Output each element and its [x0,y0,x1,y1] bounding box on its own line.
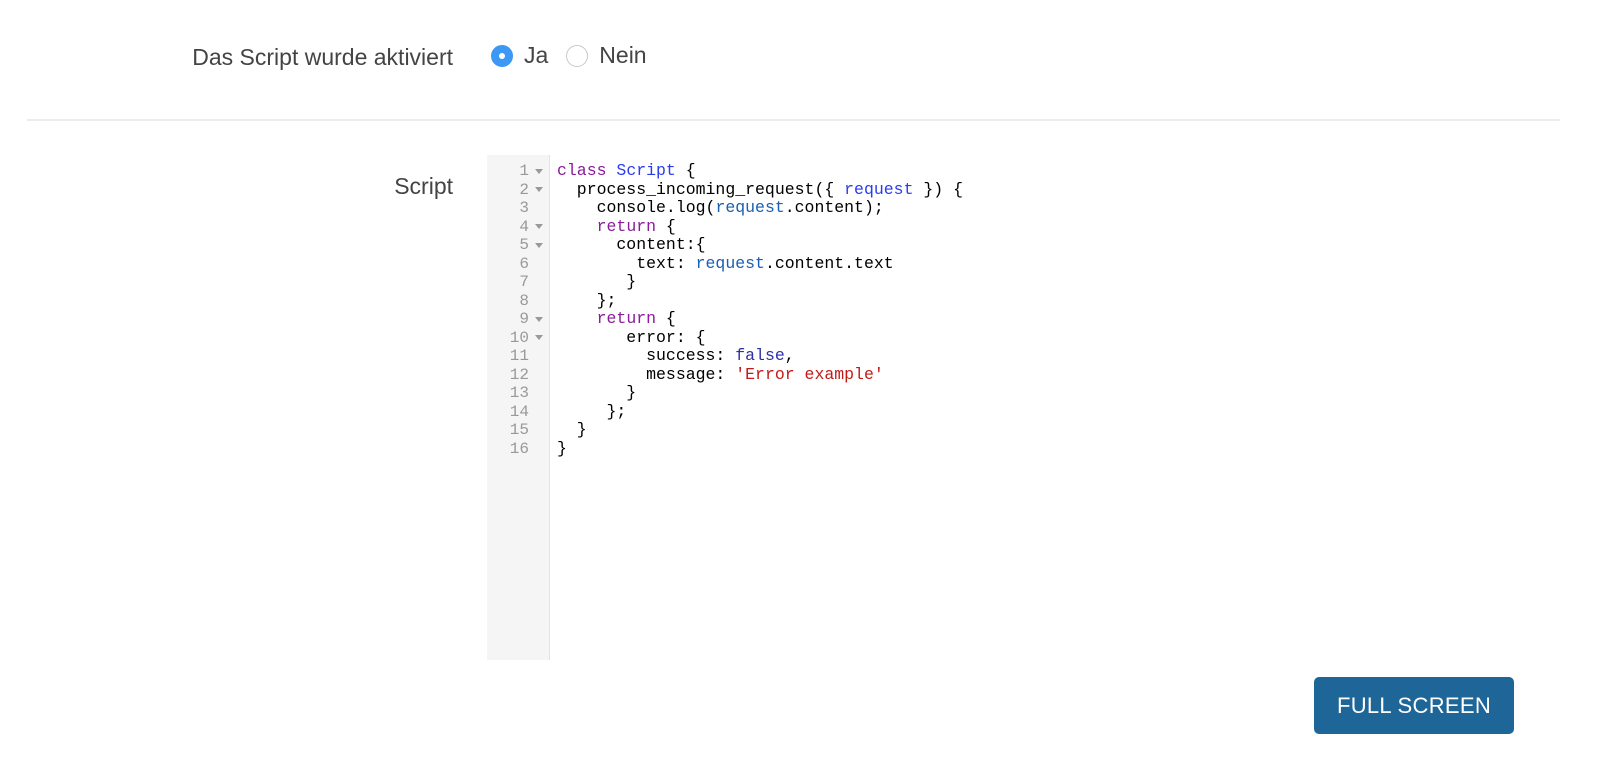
script-label: Script [394,173,453,199]
line-number-text: 4 [519,217,529,236]
line-number: 16 [510,440,543,459]
code-line[interactable]: content:{ [557,235,706,254]
radio-ja-label[interactable]: Ja [524,42,549,68]
line-number: 1 [519,162,543,181]
fold-arrow-icon[interactable] [535,168,543,174]
radio-ja-circle-icon[interactable] [491,44,513,67]
code-line[interactable]: text: request.content.text [557,253,894,273]
line-number: 7 [519,273,543,292]
line-number: 2 [519,181,543,200]
full-screen-button[interactable]: FULL SCREEN [1314,677,1514,734]
line-number-text: 9 [519,310,529,329]
code-line[interactable]: } [557,438,567,458]
line-number-text: 10 [509,328,529,347]
line-number: 5 [519,236,543,255]
line-number-text: 2 [519,180,529,199]
line-number: 9 [519,310,543,329]
code-line[interactable]: }; [557,290,617,310]
line-number: 8 [519,292,543,311]
radio-nein-label[interactable]: Nein [599,42,647,68]
line-number-text: 13 [509,384,529,403]
line-number: 4 [519,218,543,237]
line-number-text: 11 [509,347,529,366]
line-number-text: 15 [509,421,529,440]
activation-radio-group: Ja Nein [491,42,665,69]
fold-placeholder [535,446,543,451]
code-line[interactable]: console.log(request.content); [557,198,884,217]
line-number-text: 12 [509,365,529,384]
code-line[interactable]: } [557,420,587,439]
radio-nein[interactable]: Nein [566,42,647,69]
fold-arrow-icon[interactable] [535,224,543,230]
code-content[interactable]: class Script { process_incoming_request(… [557,161,963,458]
line-number-text: 8 [519,291,529,310]
line-number: 11 [510,347,543,366]
section-divider [27,119,1560,121]
line-number: 3 [519,199,543,218]
code-line[interactable]: } [557,272,637,291]
code-line[interactable]: } [557,383,637,402]
line-number: 12 [510,366,543,385]
line-number: 10 [510,329,543,348]
code-line[interactable]: }; [557,401,627,421]
fold-placeholder [535,354,543,359]
fold-arrow-icon[interactable] [535,187,543,193]
line-number: 15 [510,421,543,440]
fold-placeholder [535,206,543,211]
fold-placeholder [535,372,543,377]
code-line[interactable]: class Script { [557,161,696,180]
code-line[interactable]: process_incoming_request({ request }) { [557,179,963,199]
fold-placeholder [535,298,543,303]
script-activated-row: Das Script wurde aktiviert Ja Nein [0,36,1600,80]
fold-placeholder [535,428,543,433]
line-number: 14 [510,403,543,422]
line-number-text: 7 [519,273,529,292]
radio-ja[interactable]: Ja [491,42,548,69]
code-line[interactable]: return { [596,309,676,328]
line-number: 6 [519,255,543,274]
fold-arrow-icon[interactable] [535,316,543,322]
radio-nein-circle-icon[interactable] [566,44,589,67]
line-number-text: 6 [519,254,529,273]
line-number-text: 16 [509,439,529,458]
fold-placeholder [535,391,543,396]
line-number-text: 5 [519,236,529,255]
fold-arrow-icon[interactable] [535,335,543,341]
fold-placeholder [535,409,543,414]
line-number-text: 3 [519,199,529,218]
line-number-text: 1 [519,162,529,181]
fold-arrow-icon[interactable] [535,242,543,248]
fold-placeholder [535,261,543,266]
line-number-text: 14 [509,402,529,421]
code-line[interactable]: error: { [557,327,706,347]
code-line[interactable]: success: false, [557,346,795,365]
fold-placeholder [535,280,543,285]
script-activated-label: Das Script wurde aktiviert [192,44,453,70]
line-number: 13 [510,384,543,403]
code-line[interactable]: return { [596,216,676,236]
code-line[interactable]: message: 'Error example' [557,364,884,384]
